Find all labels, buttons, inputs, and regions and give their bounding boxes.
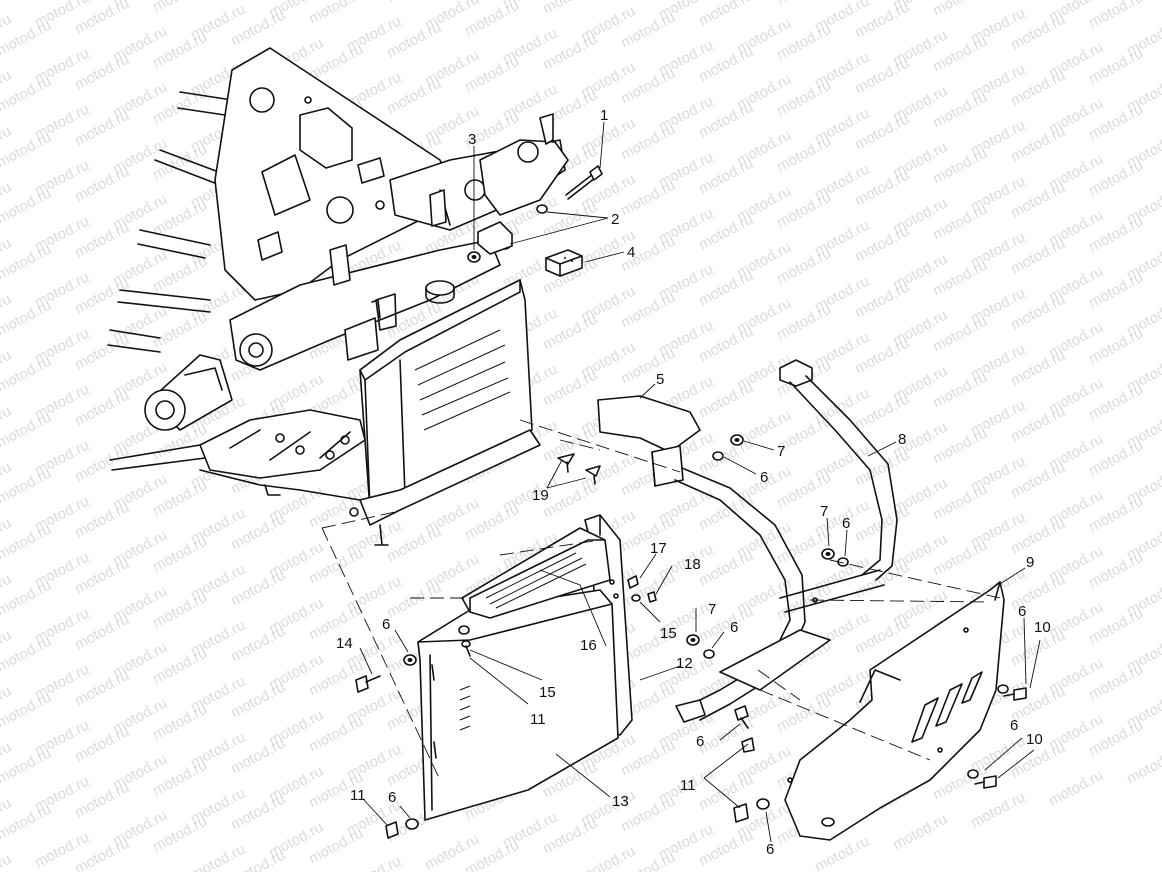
leader-lines: [359, 121, 1041, 843]
bumper-fasteners: [686, 548, 849, 659]
radiator: [344, 279, 541, 546]
callout-6: 6: [842, 515, 850, 532]
callout-6: 6: [388, 789, 396, 806]
watermark-text: motod.ru: [1086, 0, 1146, 32]
watermark-text: motod.ru: [774, 0, 834, 8]
small-fasteners-part-15-17-18: [458, 575, 657, 657]
washer-part-2: [477, 204, 548, 255]
watermark-text: motod.ru: [0, 0, 54, 4]
callout-6: 6: [1018, 603, 1026, 620]
mount-plate-part-5: [597, 395, 701, 487]
callout-6: 6: [766, 841, 774, 858]
callout-13: 13: [612, 793, 629, 810]
callout-3: 3: [468, 131, 476, 148]
callout-8: 8: [898, 431, 906, 448]
callout-12: 12: [676, 655, 693, 672]
callout-6: 6: [696, 733, 704, 750]
watermark-text: motod.ru: [578, 843, 638, 872]
rubber-block-part-4: [545, 249, 583, 277]
watermark-text: motod.ru: [188, 841, 248, 872]
watermark-text: motod.ru: [306, 0, 366, 28]
watermark-text: motod.ru: [1046, 767, 1106, 810]
callout-11: 11: [530, 711, 546, 728]
callout-2: 2: [611, 211, 619, 228]
callout-4: 4: [627, 244, 635, 261]
skid-plate-part-9: [784, 581, 1005, 841]
callout-11: 11: [350, 787, 366, 804]
callout-6: 6: [1010, 717, 1018, 734]
callout-15: 15: [660, 625, 677, 642]
push-rivet-part-19: [557, 453, 601, 485]
watermark-text: motod.ru: [0, 851, 14, 872]
callout-7: 7: [820, 503, 828, 520]
callout-6: 6: [382, 616, 390, 633]
callout-14: 14: [336, 635, 353, 652]
callout-10: 10: [1026, 731, 1043, 748]
watermark-text: motod.ru: [930, 0, 990, 20]
watermark-text: motod.ru: [1124, 745, 1162, 788]
watermark-text: motod.ru: [344, 853, 404, 872]
callout-7: 7: [708, 601, 716, 618]
callout-labels: 1 2 3 4 5 7 6 8 7 6 9 6 10 6 10 19 17 18…: [336, 107, 1051, 858]
nut-washer-set: [712, 434, 744, 461]
callout-6: 6: [760, 469, 768, 486]
watermark-text: motod.ru: [890, 811, 950, 854]
radiator-guard-part-13: [417, 589, 619, 821]
callout-9: 9: [1026, 554, 1034, 571]
vehicle-frame: [107, 47, 569, 501]
callout-6: 6: [730, 619, 738, 636]
bolt-part-1: [565, 165, 603, 200]
callout-11: 11: [680, 777, 696, 794]
left-fasteners-part-14: [355, 654, 419, 839]
callout-18: 18: [684, 556, 701, 573]
lower-fasteners-part-11: [733, 705, 770, 823]
skid-fasteners-part-10: [967, 684, 1027, 789]
front-bumper-part-8: [674, 359, 898, 723]
callout-5: 5: [656, 371, 664, 388]
nut-part-3: [467, 251, 481, 263]
callout-17: 17: [650, 540, 667, 557]
watermark-text: motod.ru: [150, 0, 210, 16]
callout-10: 10: [1034, 619, 1051, 636]
callout-19: 19: [532, 487, 549, 504]
watermark-text: motod.ru: [384, 0, 444, 6]
watermark-text: motod.ru: [696, 0, 756, 30]
assembly-lines: [321, 419, 1001, 781]
callout-16: 16: [580, 637, 597, 654]
watermark-text: motod.ru: [540, 0, 600, 18]
top-panel-part-16: [461, 527, 611, 619]
callout-7: 7: [777, 443, 785, 460]
watermark-text: motod.ru: [968, 789, 1028, 832]
callout-1: 1: [600, 107, 608, 124]
callout-15: 15: [539, 684, 556, 701]
